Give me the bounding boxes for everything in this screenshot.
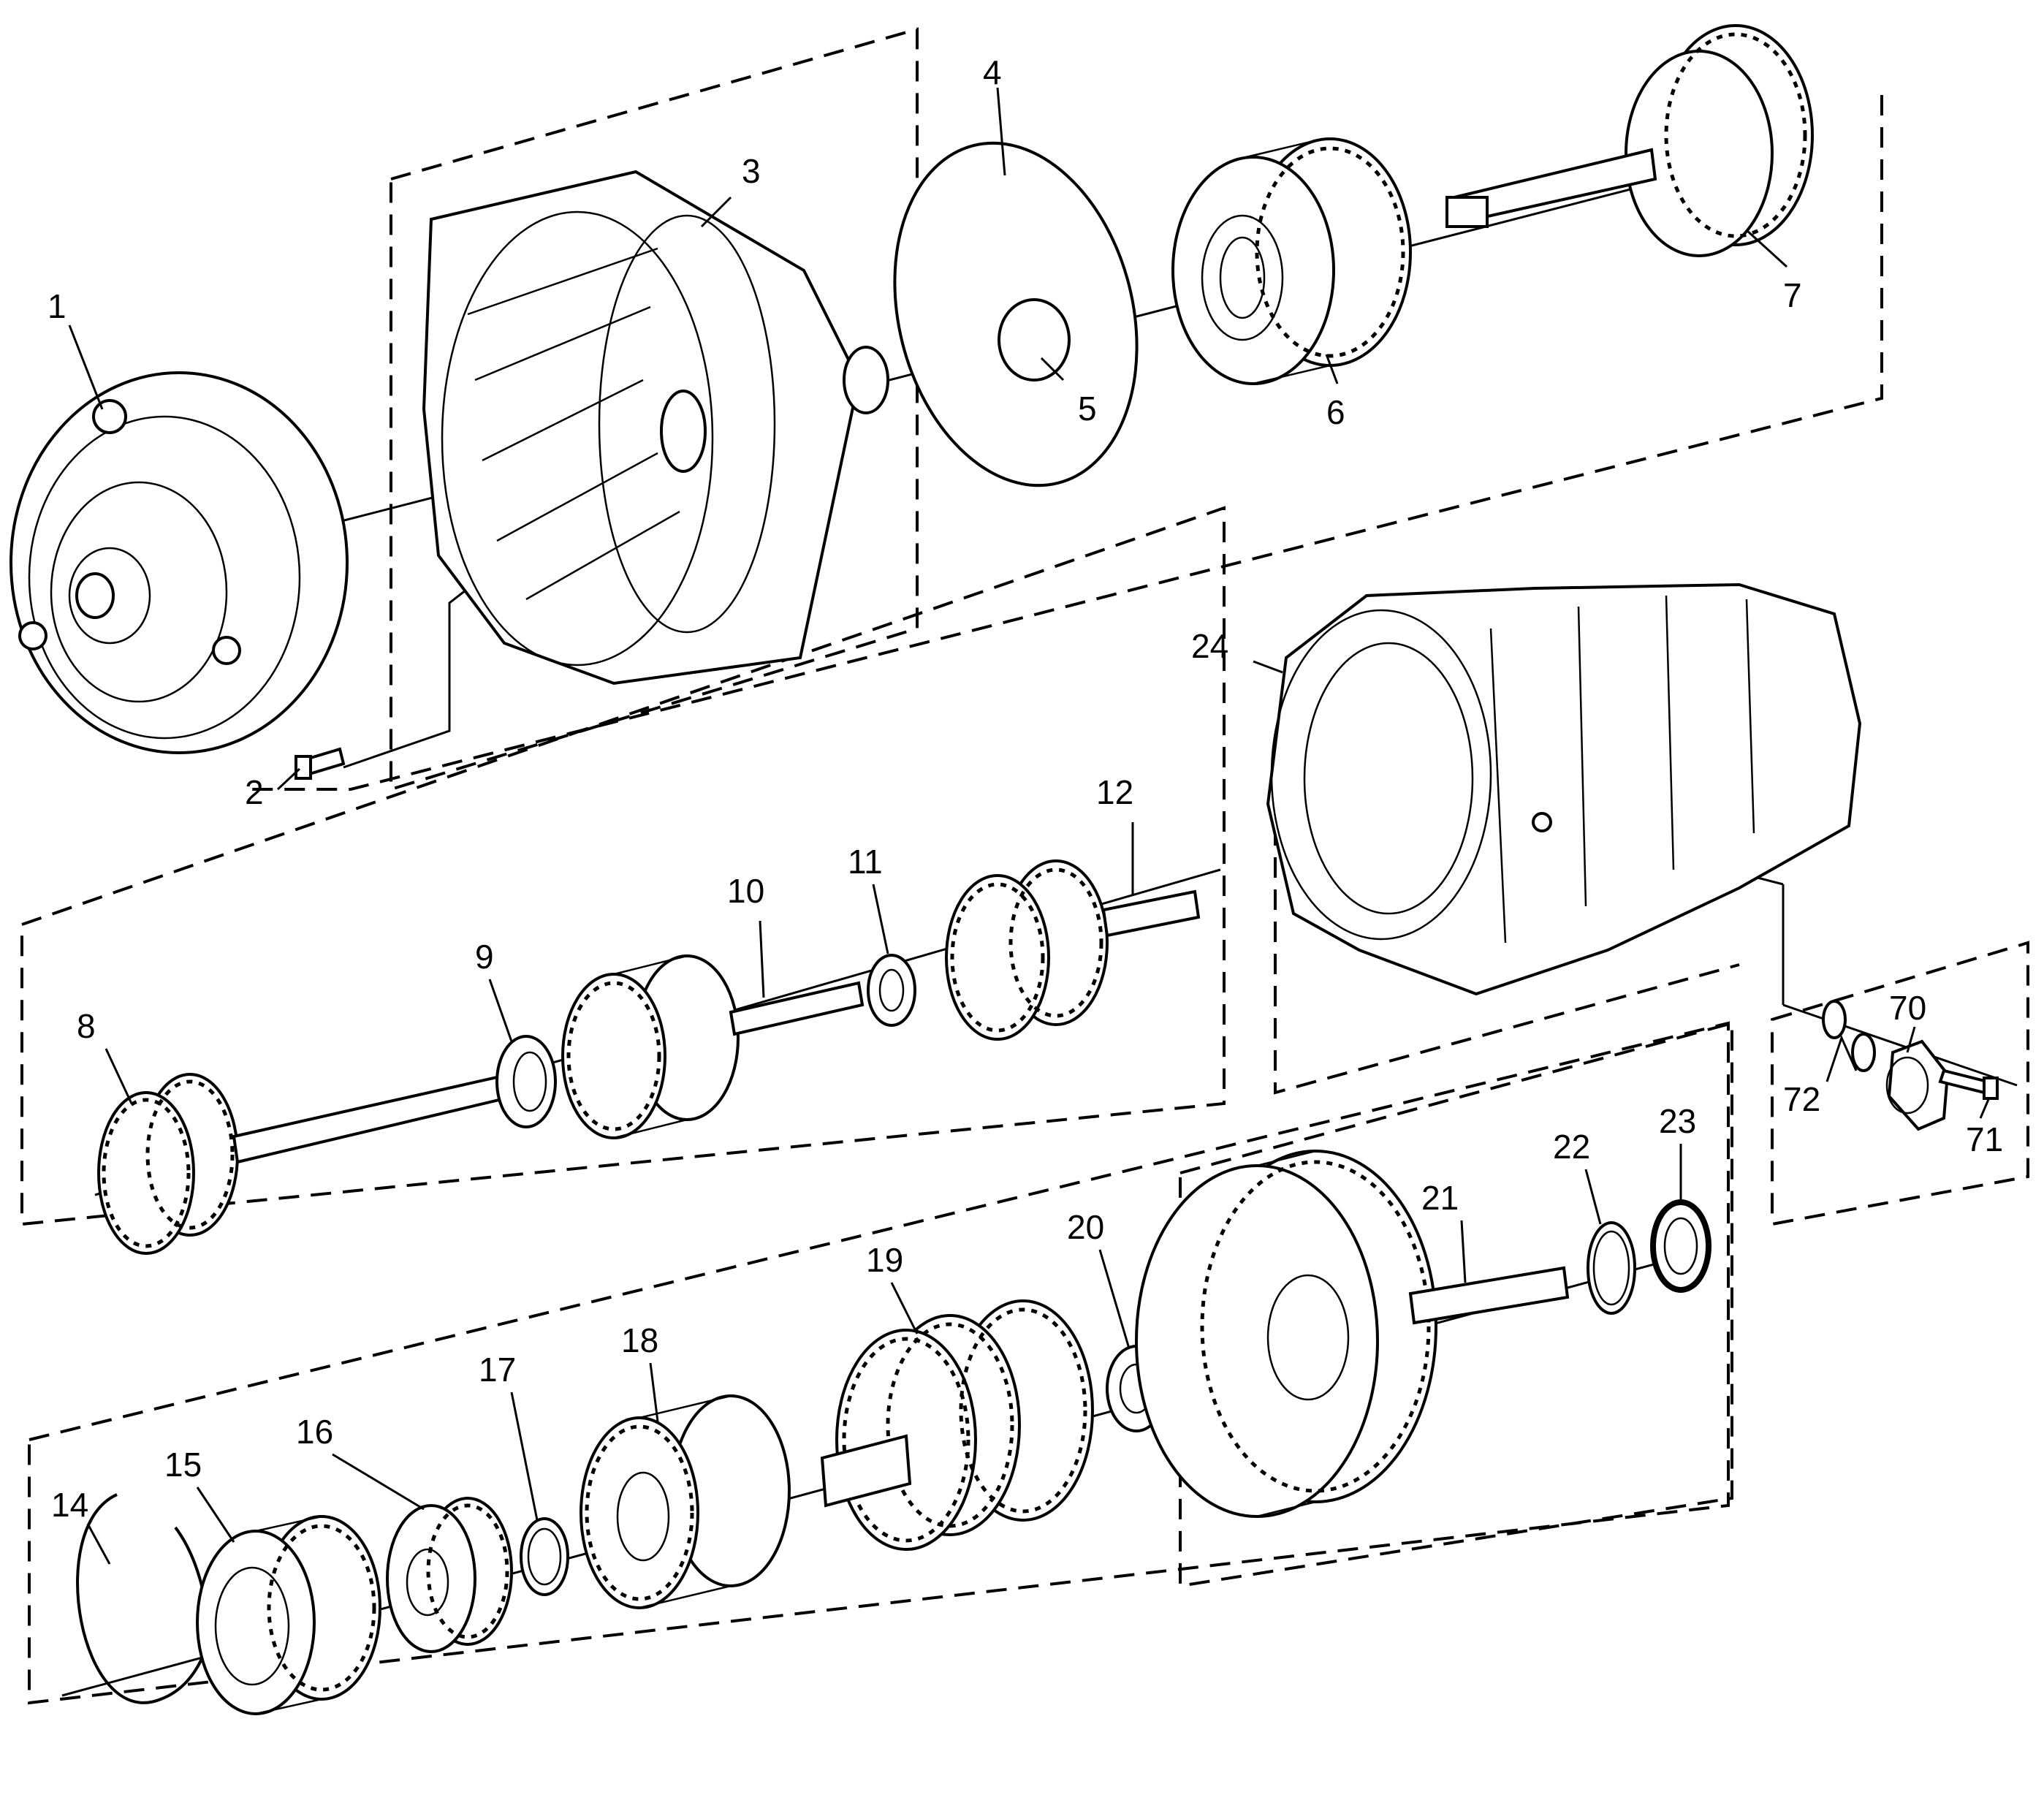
- callout-11: 11: [848, 843, 883, 881]
- callout-18: 18: [621, 1321, 658, 1359]
- callout-70: 70: [1889, 989, 1926, 1027]
- callout-19: 19: [866, 1241, 903, 1279]
- clutch-drum-10: [561, 954, 865, 1139]
- callout-14: 14: [51, 1486, 88, 1524]
- clutch-housing-6: [1171, 137, 1412, 385]
- callout-24: 24: [1191, 627, 1228, 665]
- callout-72: 72: [1783, 1080, 1820, 1118]
- callout-22: 22: [1553, 1128, 1590, 1166]
- callout-7: 7: [1783, 276, 1802, 314]
- callout-16: 16: [296, 1413, 333, 1451]
- group-boundaries: [20, 27, 2029, 1705]
- gear-set-8: [97, 1068, 532, 1255]
- ring-17: [520, 1517, 569, 1596]
- callout-5: 5: [1078, 390, 1097, 428]
- bolt-2: [295, 747, 346, 780]
- input-shaft-7: [1445, 24, 1814, 257]
- ring-22: [1587, 1221, 1636, 1315]
- callout-23: 23: [1659, 1102, 1696, 1140]
- seal-23: [1650, 1199, 1711, 1293]
- callout-20: 20: [1067, 1208, 1104, 1246]
- transmission-case: [1266, 582, 1862, 996]
- snap-ring-14: [76, 1493, 210, 1704]
- callout-17: 17: [479, 1351, 516, 1389]
- gear-16: [386, 1497, 513, 1653]
- washer-11: [867, 954, 916, 1027]
- converter-housing: [422, 170, 889, 686]
- clutch-pack-15: [196, 1515, 381, 1715]
- leader-lines: [68, 87, 1991, 1565]
- callout-15: 15: [164, 1446, 202, 1484]
- clutch-drum-18: [580, 1394, 791, 1609]
- pump-plate: [893, 141, 1139, 487]
- callout-9: 9: [475, 938, 494, 976]
- callout-4: 4: [983, 53, 1002, 91]
- gear-set-12: [945, 859, 1201, 1041]
- callout-12: 12: [1096, 773, 1133, 811]
- torque-converter: [10, 371, 349, 754]
- callout-8: 8: [77, 1007, 96, 1045]
- bolt-71: [1938, 1068, 1999, 1100]
- seals-72: [1822, 1000, 1876, 1072]
- callout-2: 2: [245, 773, 264, 811]
- seal-9: [495, 1035, 557, 1128]
- output-carrier-21: [1135, 1150, 1570, 1518]
- callout-1: 1: [48, 287, 67, 325]
- callout-6: 6: [1326, 393, 1345, 431]
- callout-labels: 1 2 3 4 5 6 7 8 9 10 11 12 14 15 16 17 1…: [48, 53, 2003, 1524]
- callout-3: 3: [742, 152, 761, 190]
- callout-21: 21: [1421, 1179, 1459, 1217]
- callout-71: 71: [1966, 1120, 2003, 1158]
- speed-sensor-70: [1885, 1039, 1950, 1131]
- planetary-set-19: [820, 1299, 1094, 1551]
- callout-10: 10: [727, 872, 764, 910]
